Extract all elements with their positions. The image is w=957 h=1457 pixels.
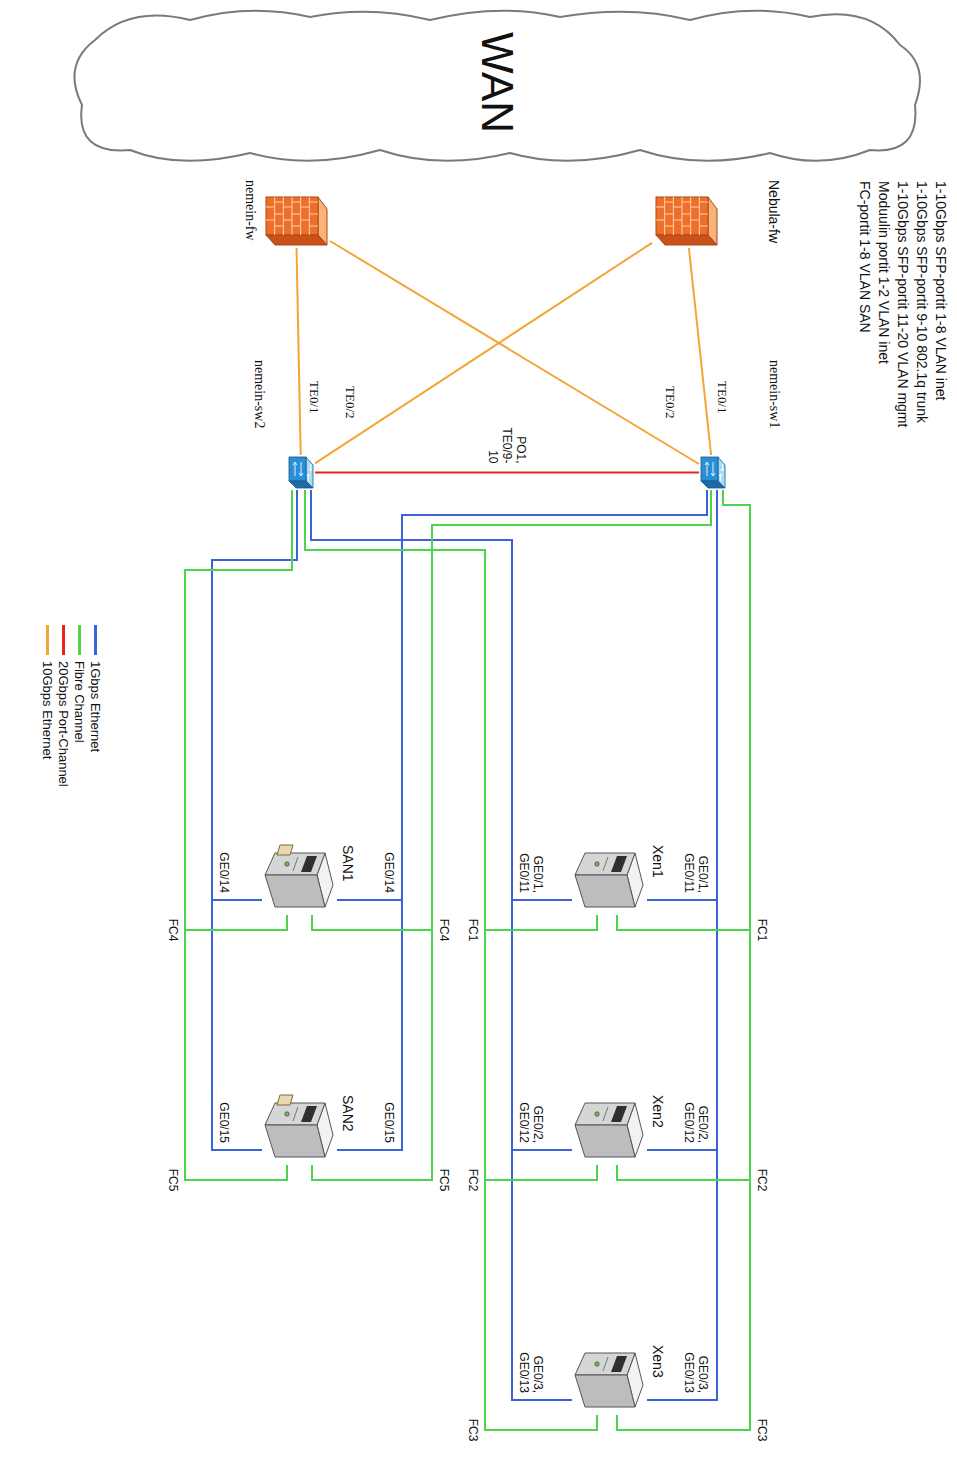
port-label: GE0/2, GE0/12 [682, 1101, 710, 1144]
device-name: nemein-sw1 [766, 360, 782, 428]
port-label: GE0/1, GE0/11 [682, 852, 710, 894]
port-channel-link [315, 472, 699, 474]
legend: 1Gbps EthernetFibre Channel20Gbps Port-C… [40, 625, 104, 787]
legend-row: Fibre Channel [72, 625, 88, 787]
legend-text: Fibre Channel [73, 661, 88, 743]
wan-cloud: WAN [65, 5, 930, 160]
fibre-channel-link [305, 490, 597, 930]
port-note: FC-portit 1-8 VLAN SAN [856, 180, 873, 334]
device-icon [572, 1345, 647, 1415]
legend-swatch [79, 625, 82, 655]
fc-port-label: FC1 [466, 918, 480, 943]
xen-server: Xen1 [572, 845, 647, 915]
device-icon [262, 845, 337, 915]
legend-row: 20Gbps Port-Channel [56, 625, 72, 787]
port-label: GE0/15 [382, 1101, 396, 1144]
device-name: Xen1 [650, 845, 666, 878]
fc-port-label: FC5 [166, 1168, 180, 1193]
port-label: GE0/2, GE0/12 [517, 1101, 545, 1144]
device-icon [262, 1095, 337, 1165]
ethernet-10g-link [315, 243, 652, 463]
san-server: SAN2 [262, 1095, 337, 1165]
port-label: TE0/1 [307, 380, 321, 415]
device-name: Xen3 [650, 1345, 666, 1378]
ethernet-1g-link [311, 490, 572, 1400]
ethernet-1g-link [647, 490, 717, 1150]
fc-port-label: FC2 [466, 1168, 480, 1193]
firewall: nemein-fw [262, 193, 330, 248]
port-note: Moduulin portit 1-2 VLAN inet [875, 180, 892, 365]
link-label: PO1, TE0/9-10 [486, 427, 528, 465]
device-icon [262, 193, 330, 248]
legend-swatch [95, 625, 98, 655]
device-name: nemein-fw [242, 180, 258, 241]
ethernet-1g-link [311, 490, 572, 900]
device-icon [572, 1095, 647, 1165]
fibre-channel-link [617, 490, 750, 1430]
legend-text: 1Gbps Ethernet [89, 661, 104, 752]
device-icon [699, 455, 727, 490]
device-name: SAN2 [340, 1095, 356, 1132]
fibre-channel-link [617, 490, 750, 1180]
port-label: TE0/2 [663, 385, 677, 420]
legend-row: 10Gbps Ethernet [40, 625, 56, 787]
port-label: TE0/1 [715, 380, 729, 415]
fibre-channel-link [305, 490, 597, 1180]
ethernet-1g-link [337, 490, 707, 1150]
fc-port-label: FC4 [166, 918, 180, 943]
fibre-channel-link [185, 490, 292, 1180]
ethernet-10g-link [689, 248, 711, 455]
port-note: 1-10Gbps SFP-portit 1-8 VLAN inet [932, 180, 949, 401]
network-switch: nemein-sw1 [699, 455, 727, 490]
device-name: Xen2 [650, 1095, 666, 1128]
device-icon [572, 845, 647, 915]
port-label: GE0/15 [217, 1101, 231, 1144]
device-icon [287, 455, 315, 490]
legend-swatch [47, 625, 50, 655]
legend-text: 10Gbps Ethernet [41, 661, 56, 759]
legend-swatch [63, 625, 66, 655]
device-icon [652, 193, 720, 248]
port-label: TE0/2 [343, 385, 357, 420]
device-name: SAN1 [340, 845, 356, 882]
device-name: nemein-sw2 [251, 360, 267, 428]
ethernet-10g-link [330, 241, 699, 464]
port-note: 1-10Gbps SFP-portit 9-10 802.1q trunk [913, 180, 930, 424]
ethernet-1g-link [647, 490, 717, 1400]
ethernet-1g-link [337, 490, 707, 900]
port-label: GE0/14 [217, 851, 231, 894]
fibre-channel-link [312, 490, 711, 930]
device-name: Nebula-fw [766, 180, 782, 243]
fc-port-label: FC3 [755, 1418, 769, 1443]
ethernet-10g-link [297, 248, 301, 455]
fc-port-label: FC5 [437, 1168, 451, 1193]
fibre-channel-link [617, 490, 750, 930]
ethernet-1g-link [311, 490, 572, 1150]
fibre-channel-link [305, 490, 597, 1430]
ethernet-1g-link [212, 490, 297, 1150]
port-label: GE0/14 [382, 851, 396, 894]
xen-server: Xen2 [572, 1095, 647, 1165]
fc-port-label: FC1 [755, 918, 769, 943]
port-label: GE0/1, GE0/11 [517, 852, 545, 894]
port-label: GE0/3, GE0/13 [682, 1351, 710, 1394]
fc-port-label: FC2 [755, 1168, 769, 1193]
port-note: 1-10Gbps SFP-portit 11-20 VLAN mgmt [894, 180, 911, 428]
san-server: SAN1 [262, 845, 337, 915]
ethernet-1g-link [212, 490, 297, 900]
firewall: Nebula-fw [652, 193, 720, 248]
port-label: GE0/3, GE0/13 [517, 1351, 545, 1394]
ethernet-1g-link [647, 490, 717, 900]
fc-port-label: FC4 [437, 918, 451, 943]
cloud-title: WAN [473, 32, 523, 133]
network-switch: nemein-sw2 [287, 455, 315, 490]
legend-text: 20Gbps Port-Channel [57, 661, 72, 787]
fibre-channel-link [312, 490, 711, 1180]
fc-port-label: FC3 [466, 1418, 480, 1443]
legend-row: 1Gbps Ethernet [88, 625, 104, 787]
xen-server: Xen3 [572, 1345, 647, 1415]
